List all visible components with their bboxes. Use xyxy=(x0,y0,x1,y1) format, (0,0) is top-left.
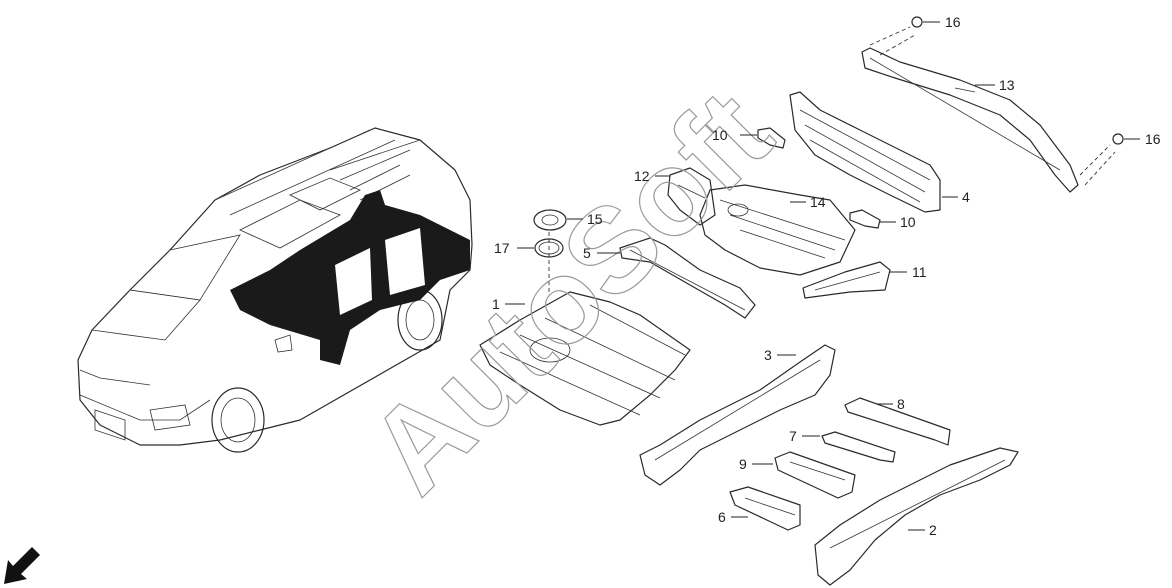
callout-2: 2 xyxy=(929,522,937,538)
callout-17: 17 xyxy=(494,240,510,256)
callout-9: 9 xyxy=(739,456,747,472)
part-1-front-floor-panel[interactable] xyxy=(479,291,691,426)
part-11-cross-bracket[interactable] xyxy=(802,261,891,299)
part-14-spare-tire-pan[interactable] xyxy=(699,184,856,276)
callout-5: 5 xyxy=(583,245,591,261)
callout-11: 11 xyxy=(912,264,927,280)
callout-12: 12 xyxy=(634,168,650,184)
part-6-reinforcement[interactable] xyxy=(729,486,801,531)
part-4-rear-floor-panel[interactable] xyxy=(789,91,941,213)
part-10-bracket-lower[interactable] xyxy=(849,209,881,229)
callout-13: 13 xyxy=(999,77,1015,93)
vehicle-outline xyxy=(77,127,473,453)
callout-8: 8 xyxy=(897,396,905,412)
part-15-plug[interactable] xyxy=(533,209,567,231)
callout-14: 14 xyxy=(810,194,826,210)
part-13-rear-crossmember[interactable] xyxy=(861,47,1079,193)
part-16-bolt-top[interactable] xyxy=(869,16,923,56)
part-9-reinforcement[interactable] xyxy=(774,451,856,499)
callout-4: 4 xyxy=(962,189,970,205)
callout-15: 15 xyxy=(587,211,603,227)
callout-labels: 16 16 13 4 10 10 12 14 15 17 5 11 xyxy=(492,14,1161,538)
callout-3: 3 xyxy=(764,347,772,363)
callout-7: 7 xyxy=(789,428,797,444)
part-7-reinforcement[interactable] xyxy=(821,431,896,463)
callout-10-upper: 10 xyxy=(712,127,728,143)
callout-16-top: 16 xyxy=(945,14,961,30)
floor-highlight xyxy=(230,190,470,365)
callout-1: 1 xyxy=(492,296,500,312)
part-2-side-member[interactable] xyxy=(814,447,1019,586)
callout-6: 6 xyxy=(718,509,726,525)
front-direction-arrow-icon xyxy=(4,547,40,584)
part-3-side-member[interactable] xyxy=(639,344,836,486)
part-5-floor-crossmember[interactable] xyxy=(619,237,756,319)
part-8-reinforcement[interactable] xyxy=(844,397,951,446)
part-12-side-bracket[interactable] xyxy=(667,167,716,226)
part-10-bracket-upper[interactable] xyxy=(757,127,786,149)
callout-10-lower: 10 xyxy=(900,214,916,230)
callout-16-right: 16 xyxy=(1145,131,1161,147)
part-16-bolt-right[interactable] xyxy=(1079,133,1124,186)
